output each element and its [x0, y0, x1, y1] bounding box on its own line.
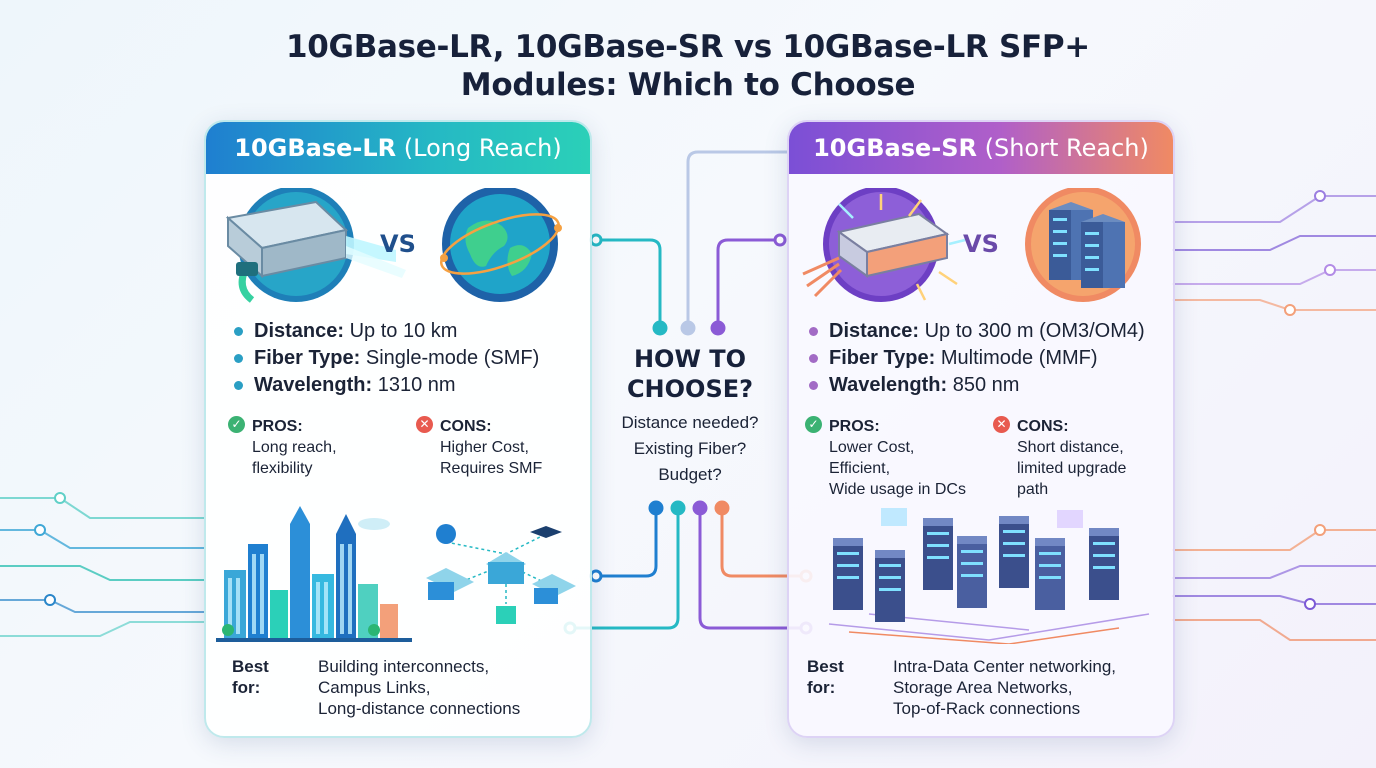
sr-icons-row — [802, 188, 1141, 302]
sfp-module-lr-icon — [225, 188, 406, 303]
card-header-lr: 10GBase-LR (Long Reach) — [206, 122, 590, 174]
title-line-1: 10GBase-LR, 10GBase-SR vs 10GBase-LR SFP… — [286, 29, 1090, 65]
lr-pros: ✓ PROS: Long reach, flexibility — [228, 416, 337, 479]
spec-key: Fiber Type: — [829, 347, 936, 369]
lr-cons: ✕ CONS: Higher Cost, Requires SMF — [416, 416, 542, 479]
lr-spec-wavelength: Wavelength: 1310 nm — [234, 372, 539, 399]
city-skyline-icon — [216, 506, 412, 642]
pros-line: flexibility — [252, 460, 313, 477]
spec-value: Up to 10 km — [349, 320, 458, 342]
spec-key: Wavelength: — [829, 374, 948, 396]
best-for-label: Best for: — [232, 657, 269, 697]
card-header-lr-subtitle: (Long Reach) — [403, 134, 562, 162]
globe-icon — [440, 188, 562, 302]
cons-title: CONS: — [1017, 418, 1069, 435]
pros-title: PROS: — [252, 418, 303, 435]
cons-line: Requires SMF — [440, 460, 543, 477]
question-item: Distance needed? — [621, 413, 759, 432]
spec-key: Wavelength: — [254, 374, 373, 396]
sr-pros: ✓ PROS: Lower Cost, Efficient, Wide usage… — [805, 416, 966, 500]
cons-title: CONS: — [440, 418, 492, 435]
best-for-item: Long-distance connections — [318, 699, 521, 718]
sr-datacenter-illustration — [828, 508, 1150, 644]
campus-network-icon — [426, 524, 576, 624]
pros-line: Lower Cost, — [829, 439, 915, 456]
lr-illustrations — [216, 506, 576, 642]
card-header-lr-name: 10GBase-LR — [234, 134, 397, 162]
spec-value: Multimode (MMF) — [940, 347, 1098, 369]
title-line-2: Modules: Which to Choose — [460, 67, 916, 103]
card-header-sr: 10GBase-SR (Short Reach) — [789, 122, 1173, 174]
pros-line: Long reach, — [252, 439, 337, 456]
x-icon: ✕ — [416, 416, 433, 433]
cons-line: path — [1017, 481, 1049, 498]
page-title: 10GBase-LR, 10GBase-SR vs 10GBase-LR SFP… — [0, 28, 1376, 104]
spec-value: 850 nm — [952, 374, 1020, 396]
spec-key: Fiber Type: — [254, 347, 361, 369]
how-to-choose: HOW TO CHOOSE? Distance needed? Existing… — [600, 344, 780, 488]
question-item: Budget? — [658, 465, 722, 484]
cons-line: Higher Cost, — [440, 439, 529, 456]
pros-line: Wide usage in DCs — [829, 481, 966, 498]
lr-specs: Distance: Up to 10 km Fiber Type: Single… — [234, 318, 539, 399]
sr-spec-fiber-type: Fiber Type: Multimode (MMF) — [809, 345, 1145, 372]
question-item: Existing Fiber? — [633, 439, 747, 458]
server-rack-icon — [1025, 188, 1141, 302]
sr-spec-distance: Distance: Up to 300 m (OM3/OM4) — [809, 318, 1145, 345]
best-for-item: Top-of-Rack connections — [893, 699, 1081, 718]
best-for-label: Best for: — [807, 657, 844, 697]
spec-key: Distance: — [829, 320, 920, 342]
card-header-sr-name: 10GBase-SR — [813, 134, 977, 162]
sr-cons: ✕ CONS: Short distance, limited upgrade p… — [993, 416, 1126, 500]
cons-line: limited upgrade — [1017, 460, 1127, 477]
cons-line: Short distance, — [1017, 439, 1124, 456]
pros-line: Efficient, — [829, 460, 891, 477]
lr-spec-fiber-type: Fiber Type: Single-mode (SMF) — [234, 345, 539, 372]
best-for-item: Storage Area Networks, — [893, 678, 1073, 697]
sr-spec-wavelength: Wavelength: 850 nm — [809, 372, 1145, 399]
check-icon: ✓ — [805, 416, 822, 433]
spec-value: 1310 nm — [377, 374, 456, 396]
how-to-choose-heading-2: CHOOSE? — [626, 375, 754, 403]
sr-vs-label: VS — [963, 230, 999, 258]
lr-vs-label: VS — [380, 230, 416, 258]
lr-icons-row — [225, 188, 562, 303]
card-header-sr-subtitle: (Short Reach) — [984, 134, 1149, 162]
card-10gbase-lr: 10GBase-LR (Long Reach) VS Distance: Up … — [204, 120, 592, 738]
sr-specs: Distance: Up to 300 m (OM3/OM4) Fiber Ty… — [809, 318, 1145, 399]
spec-value: Up to 300 m (OM3/OM4) — [924, 320, 1145, 342]
best-for-item: Campus Links, — [318, 678, 431, 697]
spec-value: Single-mode (SMF) — [365, 347, 540, 369]
check-icon: ✓ — [228, 416, 245, 433]
data-center-racks-icon — [828, 508, 1150, 644]
x-icon: ✕ — [993, 416, 1010, 433]
pros-title: PROS: — [829, 418, 880, 435]
sfp-module-sr-icon — [802, 188, 966, 302]
lr-spec-distance: Distance: Up to 10 km — [234, 318, 539, 345]
best-for-item: Intra-Data Center networking, — [893, 657, 1116, 676]
how-to-choose-questions: Distance needed? Existing Fiber? Budget? — [600, 410, 780, 488]
best-for-item: Building interconnects, — [318, 657, 490, 676]
how-to-choose-heading-1: HOW TO — [633, 345, 747, 373]
spec-key: Distance: — [254, 320, 345, 342]
card-10gbase-sr: 10GBase-SR (Short Reach) — [787, 120, 1175, 738]
